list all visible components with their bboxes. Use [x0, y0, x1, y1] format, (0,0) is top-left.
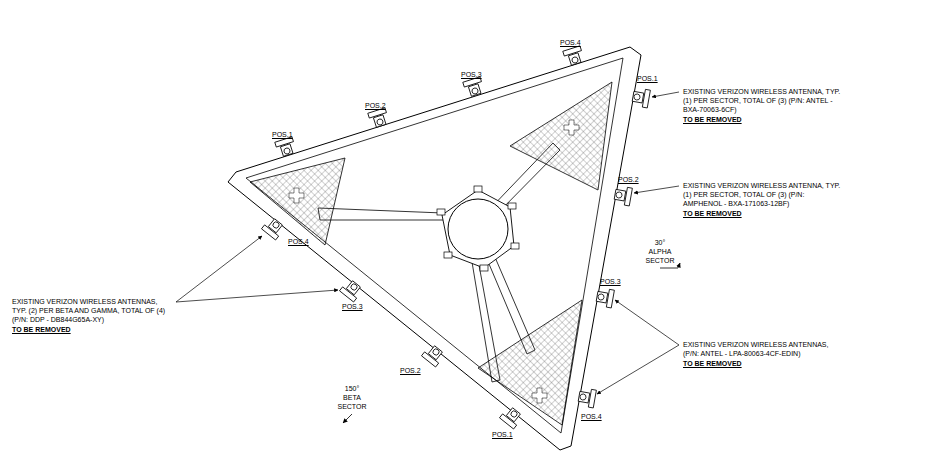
grating-cutouts	[289, 120, 579, 403]
position-label: POS.3	[342, 302, 363, 311]
callout-note: EXISTING VERIZON WIRELESS ANTENNA, TYP. …	[683, 87, 843, 114]
callout-note: EXISTING VERIZON WIRELESS ANTENNAS, TYP.…	[12, 297, 172, 324]
sector-label: 150° BETA SECTOR	[335, 384, 369, 411]
position-label: POS.4	[288, 237, 309, 246]
platform-frame	[228, 47, 641, 450]
antenna-symbols	[261, 46, 650, 429]
position-label: POS.2	[618, 175, 639, 184]
position-label: POS.4	[560, 38, 581, 47]
removal-note: TO BE REMOVED	[683, 209, 742, 218]
leader-lines	[176, 92, 679, 394]
position-label: POS.3	[600, 277, 621, 286]
sector-label: 30° ALPHA SECTOR	[643, 238, 677, 265]
callout-note: EXISTING VERIZON WIRELESS ANTENNAS, (P/N…	[683, 340, 843, 358]
position-label: POS.3	[461, 70, 482, 79]
removal-note: TO BE REMOVED	[683, 115, 742, 124]
callout-note: EXISTING VERIZON WIRELESS ANTENNA, TYP. …	[683, 181, 843, 208]
position-label: POS.1	[492, 430, 513, 439]
position-label: POS.2	[400, 366, 421, 375]
removal-note: TO BE REMOVED	[12, 325, 71, 334]
position-label: POS.1	[272, 130, 293, 139]
grating-platforms	[250, 82, 612, 425]
position-label: POS.4	[581, 412, 602, 421]
position-label: POS.1	[637, 74, 658, 83]
sector-arrows	[343, 263, 680, 423]
monopole-hub	[437, 186, 519, 271]
removal-note: TO BE REMOVED	[683, 359, 742, 368]
position-label: POS.2	[365, 101, 386, 110]
